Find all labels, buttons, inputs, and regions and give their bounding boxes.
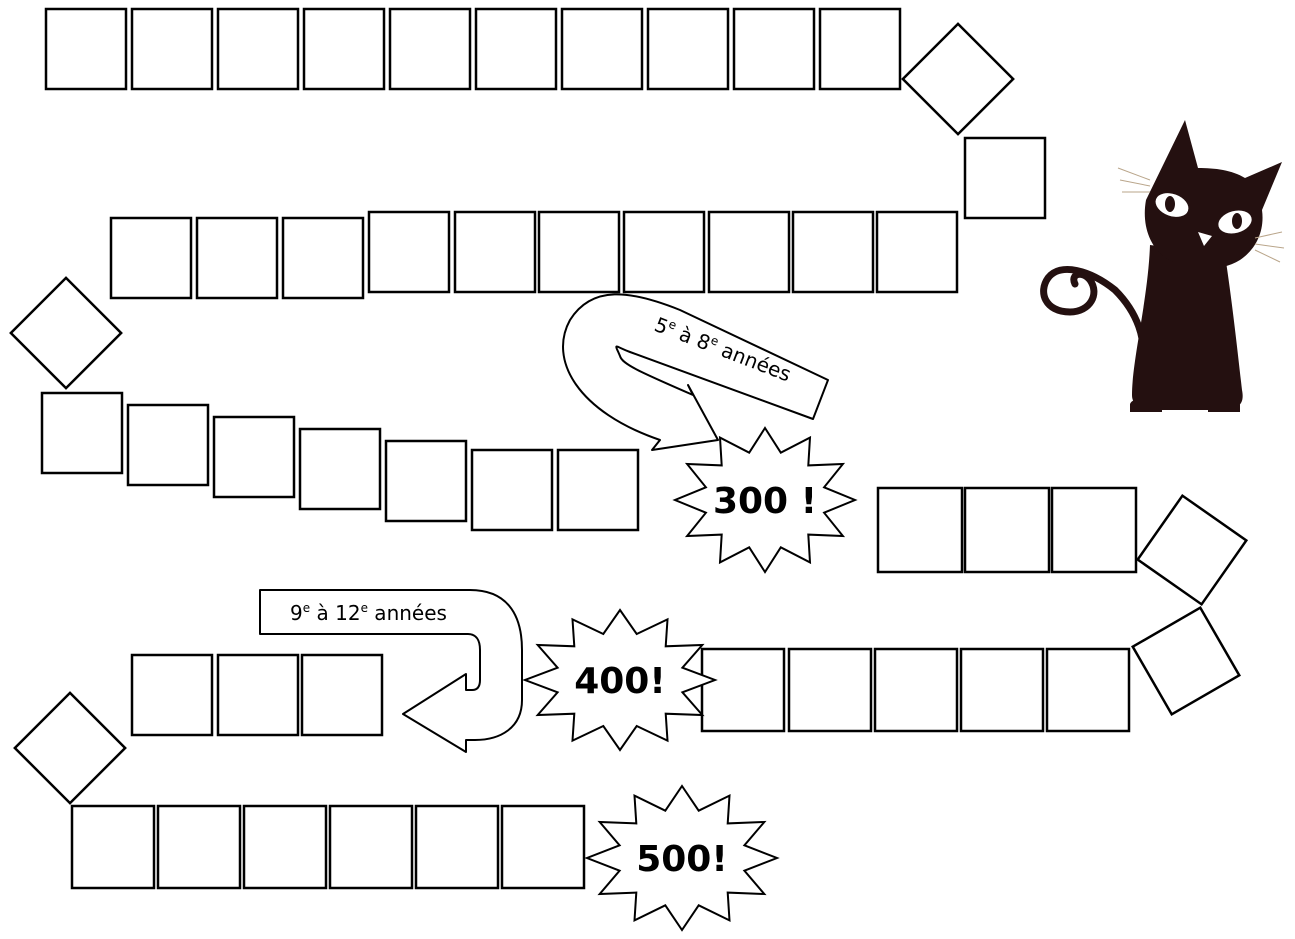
cat-tail [1040, 266, 1147, 376]
burst-shape [672, 426, 858, 574]
milestone-label: 500! [636, 839, 728, 880]
board-cell [298, 427, 382, 511]
board-cell [1050, 486, 1138, 574]
board-cell [384, 439, 468, 523]
board-cell [453, 210, 537, 294]
board-cell [556, 448, 640, 532]
board-cell [474, 7, 558, 91]
board-cell [470, 448, 554, 532]
milestone-burst: 500! [584, 784, 780, 932]
board-cell [500, 804, 586, 890]
shortcut-arrow-2: 9e à 12e années [259, 589, 523, 753]
milestone-label: 400! [574, 661, 666, 702]
board-cell [1045, 647, 1131, 733]
board-cell [959, 647, 1045, 733]
board-cell [109, 216, 193, 300]
board-cell [876, 486, 964, 574]
board-cell [367, 210, 451, 294]
board-cell [195, 216, 279, 300]
board-cell [302, 7, 386, 91]
board-cell [328, 804, 414, 890]
cat-head [1144, 120, 1282, 270]
board-cell [388, 7, 472, 91]
board-cell [875, 210, 959, 294]
board-cell [156, 804, 242, 890]
board-cell [1131, 606, 1241, 716]
board-cell [13, 691, 127, 805]
cat-pupil-right [1232, 213, 1242, 229]
board-cell [216, 653, 300, 737]
cat-whiskers [1117, 167, 1285, 263]
cat-body [1132, 245, 1243, 410]
board-cell [281, 216, 365, 300]
board-cell [1135, 493, 1249, 607]
milestone-burst: 400! [522, 608, 718, 752]
shortcut-arrow-1: 5e à 8e années [562, 293, 829, 451]
board-cell [963, 136, 1047, 220]
burst-shape [522, 608, 718, 752]
board-cell [560, 7, 644, 91]
board-cell [646, 7, 730, 91]
board-cell [818, 7, 902, 91]
board-cell [414, 804, 500, 890]
board-cell [242, 804, 328, 890]
shortcut-label-2: 9e à 12e années [290, 601, 447, 625]
board-cell [130, 653, 214, 737]
cat-nose [1198, 232, 1212, 246]
board-cell [732, 7, 816, 91]
board-path [9, 7, 1249, 890]
board-cell [873, 647, 959, 733]
milestones: 300 ! 400! 500! [522, 426, 858, 932]
milestone-label: 300 ! [713, 481, 817, 522]
board-cell [707, 210, 791, 294]
burst-shape [584, 784, 780, 932]
board-cell [212, 415, 296, 499]
black-cat-icon [1040, 120, 1285, 412]
board-cell [126, 403, 210, 487]
board-cell [963, 486, 1051, 574]
board-cell [40, 391, 124, 475]
board-cell [901, 22, 1015, 136]
board-cell [130, 7, 214, 91]
cat-pupil-left [1165, 196, 1175, 212]
board-cell [700, 647, 786, 733]
board-cell [791, 210, 875, 294]
board-cell [44, 7, 128, 91]
board-cell [216, 7, 300, 91]
curved-arrow-shape [259, 589, 523, 753]
board-cell [300, 653, 384, 737]
curved-arrow-shape [562, 293, 829, 451]
board-cell [537, 210, 621, 294]
milestone-burst: 300 ! [672, 426, 858, 574]
cat-feet [1130, 398, 1240, 412]
board-cell [622, 210, 706, 294]
board-cell [787, 647, 873, 733]
board-cell [70, 804, 156, 890]
board-cell [9, 276, 123, 390]
